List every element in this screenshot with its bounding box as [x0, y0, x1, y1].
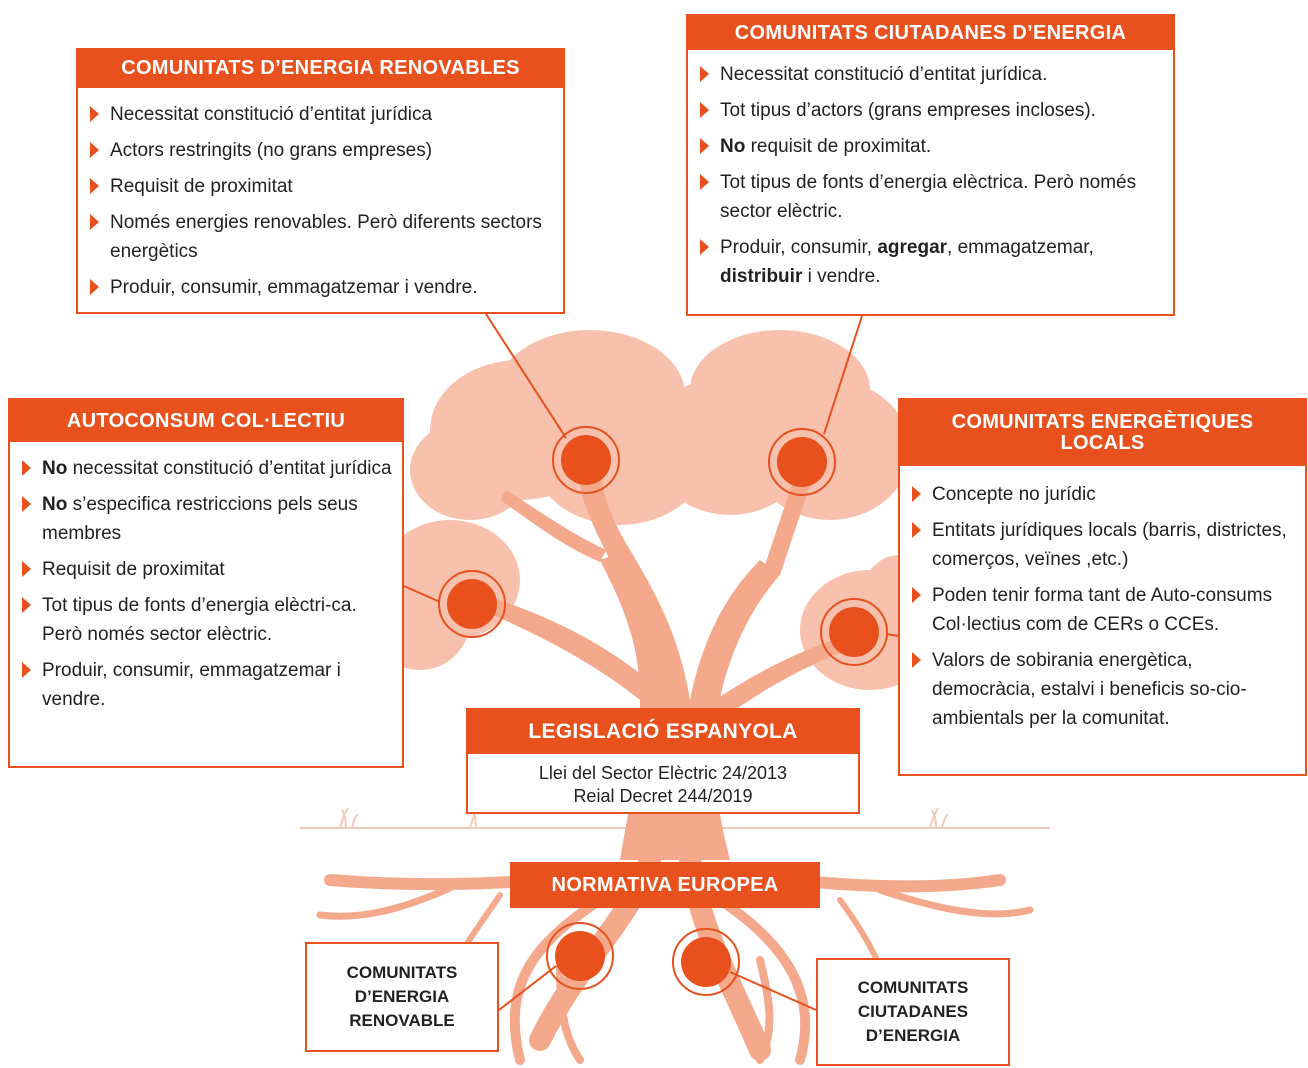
- node-root-cce: [672, 928, 740, 996]
- item-text: Requisit de proximitat: [110, 176, 293, 197]
- item-text: Tot tipus de fonts d’energia elèctri-ca.…: [42, 595, 357, 645]
- card-title: COMUNITATS CIUTADANES D’ENERGIA: [688, 16, 1173, 50]
- root-box-cce: COMUNITATS CIUTADANES D’ENERGIA: [816, 958, 1010, 1066]
- item-text: Concepte no jurídic: [932, 484, 1096, 505]
- card-locals: COMUNITATS ENERGÈTIQUES LOCALS Concepte …: [898, 398, 1307, 776]
- list-item: Tot tipus d’actors (grans empreses inclo…: [696, 96, 1163, 125]
- laws-list: Llei del Sector Elèctric 24/2013 Reial D…: [468, 762, 858, 808]
- node-locals: [820, 598, 888, 666]
- list-item: Només energies renovables. Però diferent…: [86, 208, 553, 266]
- list-item: Requisit de proximitat: [18, 555, 394, 584]
- item-text: , emmagatzemar,: [947, 237, 1094, 258]
- normativa-europea-label: NORMATIVA EUROPEA: [510, 862, 820, 908]
- law-item: Llei del Sector Elèctric 24/2013: [538, 763, 788, 783]
- bullet-list: Concepte no jurídic Entitats jurídiques …: [908, 480, 1297, 740]
- bullet-triangle-icon: [90, 279, 99, 295]
- item-bold: No: [720, 136, 746, 157]
- bullet-triangle-icon: [90, 142, 99, 158]
- bullet-triangle-icon: [22, 662, 31, 678]
- item-text: Tot tipus d’actors (grans empreses inclo…: [720, 100, 1096, 121]
- list-item: Produir, consumir, emmagatzemar i vendre…: [18, 656, 394, 714]
- item-text: Produir, consumir, emmagatzemar i vendre…: [110, 277, 478, 298]
- connector-lines: [403, 313, 899, 1011]
- item-text: Necessitat constitució d’entitat jurídic…: [110, 104, 433, 125]
- list-item: No requisit de proximitat.: [696, 132, 1163, 161]
- bullet-triangle-icon: [912, 587, 921, 603]
- card-title: COMUNITATS D’ENERGIA RENOVABLES: [78, 48, 563, 88]
- item-text: requisit de proximitat.: [745, 136, 932, 157]
- bullet-triangle-icon: [22, 561, 31, 577]
- item-bold: agregar: [877, 237, 948, 258]
- bullet-triangle-icon: [22, 460, 31, 476]
- item-text: Poden tenir forma tant de Auto-consums C…: [932, 585, 1273, 635]
- bullet-triangle-icon: [22, 597, 31, 613]
- bullet-triangle-icon: [700, 174, 709, 190]
- item-text: i vendre.: [802, 266, 881, 287]
- list-item: Actors restringits (no grans empreses): [86, 136, 553, 165]
- item-text: Entitats jurídiques locals (barris, dist…: [932, 520, 1287, 570]
- item-text: Requisit de proximitat: [42, 559, 225, 580]
- bullet-list: Necessitat constitució d’entitat jurídic…: [86, 100, 553, 309]
- item-bold: distribuir: [720, 266, 803, 287]
- bullet-triangle-icon: [700, 138, 709, 154]
- list-item: Tot tipus de fonts d’energia elèctrica. …: [696, 168, 1163, 226]
- list-item: Necessitat constitució d’entitat jurídic…: [86, 100, 553, 129]
- bullet-triangle-icon: [22, 496, 31, 512]
- item-text: Necessitat constitució d’entitat jurídic…: [720, 64, 1048, 85]
- list-item: Valors de sobirania energètica, democràc…: [908, 646, 1297, 733]
- list-item: Tot tipus de fonts d’energia elèctri-ca.…: [18, 591, 394, 649]
- node-autoconsum: [438, 570, 506, 638]
- bullet-triangle-icon: [700, 239, 709, 255]
- list-item: Produir, consumir, emmagatzemar i vendre…: [86, 273, 553, 302]
- card-title: AUTOCONSUM COL·LECTIU: [10, 400, 402, 442]
- root-box-cer: COMUNITATS D’ENERGIA RENOVABLE: [305, 942, 499, 1052]
- card-autoconsum: AUTOCONSUM COL·LECTIU No necessitat cons…: [8, 398, 404, 768]
- node-root-cer: [546, 922, 614, 990]
- bullet-triangle-icon: [912, 652, 921, 668]
- card-title: COMUNITATS ENERGÈTIQUES LOCALS: [900, 400, 1305, 466]
- list-item: Produir, consumir, agregar, emmagatzemar…: [696, 233, 1163, 291]
- bullet-list: Necessitat constitució d’entitat jurídic…: [696, 60, 1163, 298]
- item-text: Tot tipus de fonts d’energia elèctrica. …: [720, 172, 1137, 222]
- item-bold: No: [42, 494, 68, 515]
- list-item: Entitats jurídiques locals (barris, dist…: [908, 516, 1297, 574]
- node-ciutadanes: [768, 428, 836, 496]
- item-text: Actors restringits (no grans empreses): [110, 140, 433, 161]
- card-legislacio: LEGISLACIÓ ESPANYOLA Llei del Sector Elè…: [466, 708, 860, 814]
- list-item: Requisit de proximitat: [86, 172, 553, 201]
- list-item: No necessitat constitució d’entitat jurí…: [18, 454, 394, 483]
- law-item: Reial Decret 244/2019: [573, 786, 753, 806]
- bullet-triangle-icon: [90, 106, 99, 122]
- item-text: Només energies renovables. Però diferent…: [110, 212, 542, 262]
- item-text: Valors de sobirania energètica, democràc…: [932, 650, 1247, 729]
- bullet-triangle-icon: [912, 522, 921, 538]
- bullet-list: No necessitat constitució d’entitat jurí…: [18, 454, 394, 721]
- list-item: Concepte no jurídic: [908, 480, 1297, 509]
- item-text: Produir, consumir,: [720, 237, 878, 258]
- item-text: necessitat constitució d’entitat jurídic…: [67, 458, 392, 479]
- list-item: Poden tenir forma tant de Auto-consums C…: [908, 581, 1297, 639]
- bullet-triangle-icon: [90, 178, 99, 194]
- bullet-triangle-icon: [700, 66, 709, 82]
- card-title: LEGISLACIÓ ESPANYOLA: [468, 710, 858, 754]
- bullet-triangle-icon: [912, 486, 921, 502]
- bullet-triangle-icon: [700, 102, 709, 118]
- card-renovables: COMUNITATS D’ENERGIA RENOVABLES Necessit…: [76, 48, 565, 314]
- item-text: Produir, consumir, emmagatzemar i vendre…: [42, 660, 341, 710]
- item-bold: No: [42, 458, 68, 479]
- bullet-triangle-icon: [90, 214, 99, 230]
- card-ciutadanes: COMUNITATS CIUTADANES D’ENERGIA Necessit…: [686, 14, 1175, 316]
- grass-tufts: [339, 807, 949, 829]
- root-box-label: COMUNITATS CIUTADANES D’ENERGIA: [857, 978, 969, 1045]
- list-item: No s’especifica restriccions pels seus m…: [18, 490, 394, 548]
- root-box-label: COMUNITATS D’ENERGIA RENOVABLE: [346, 963, 458, 1030]
- node-renovables: [552, 426, 620, 494]
- list-item: Necessitat constitució d’entitat jurídic…: [696, 60, 1163, 89]
- item-text: s’especifica restriccions pels seus memb…: [42, 494, 358, 544]
